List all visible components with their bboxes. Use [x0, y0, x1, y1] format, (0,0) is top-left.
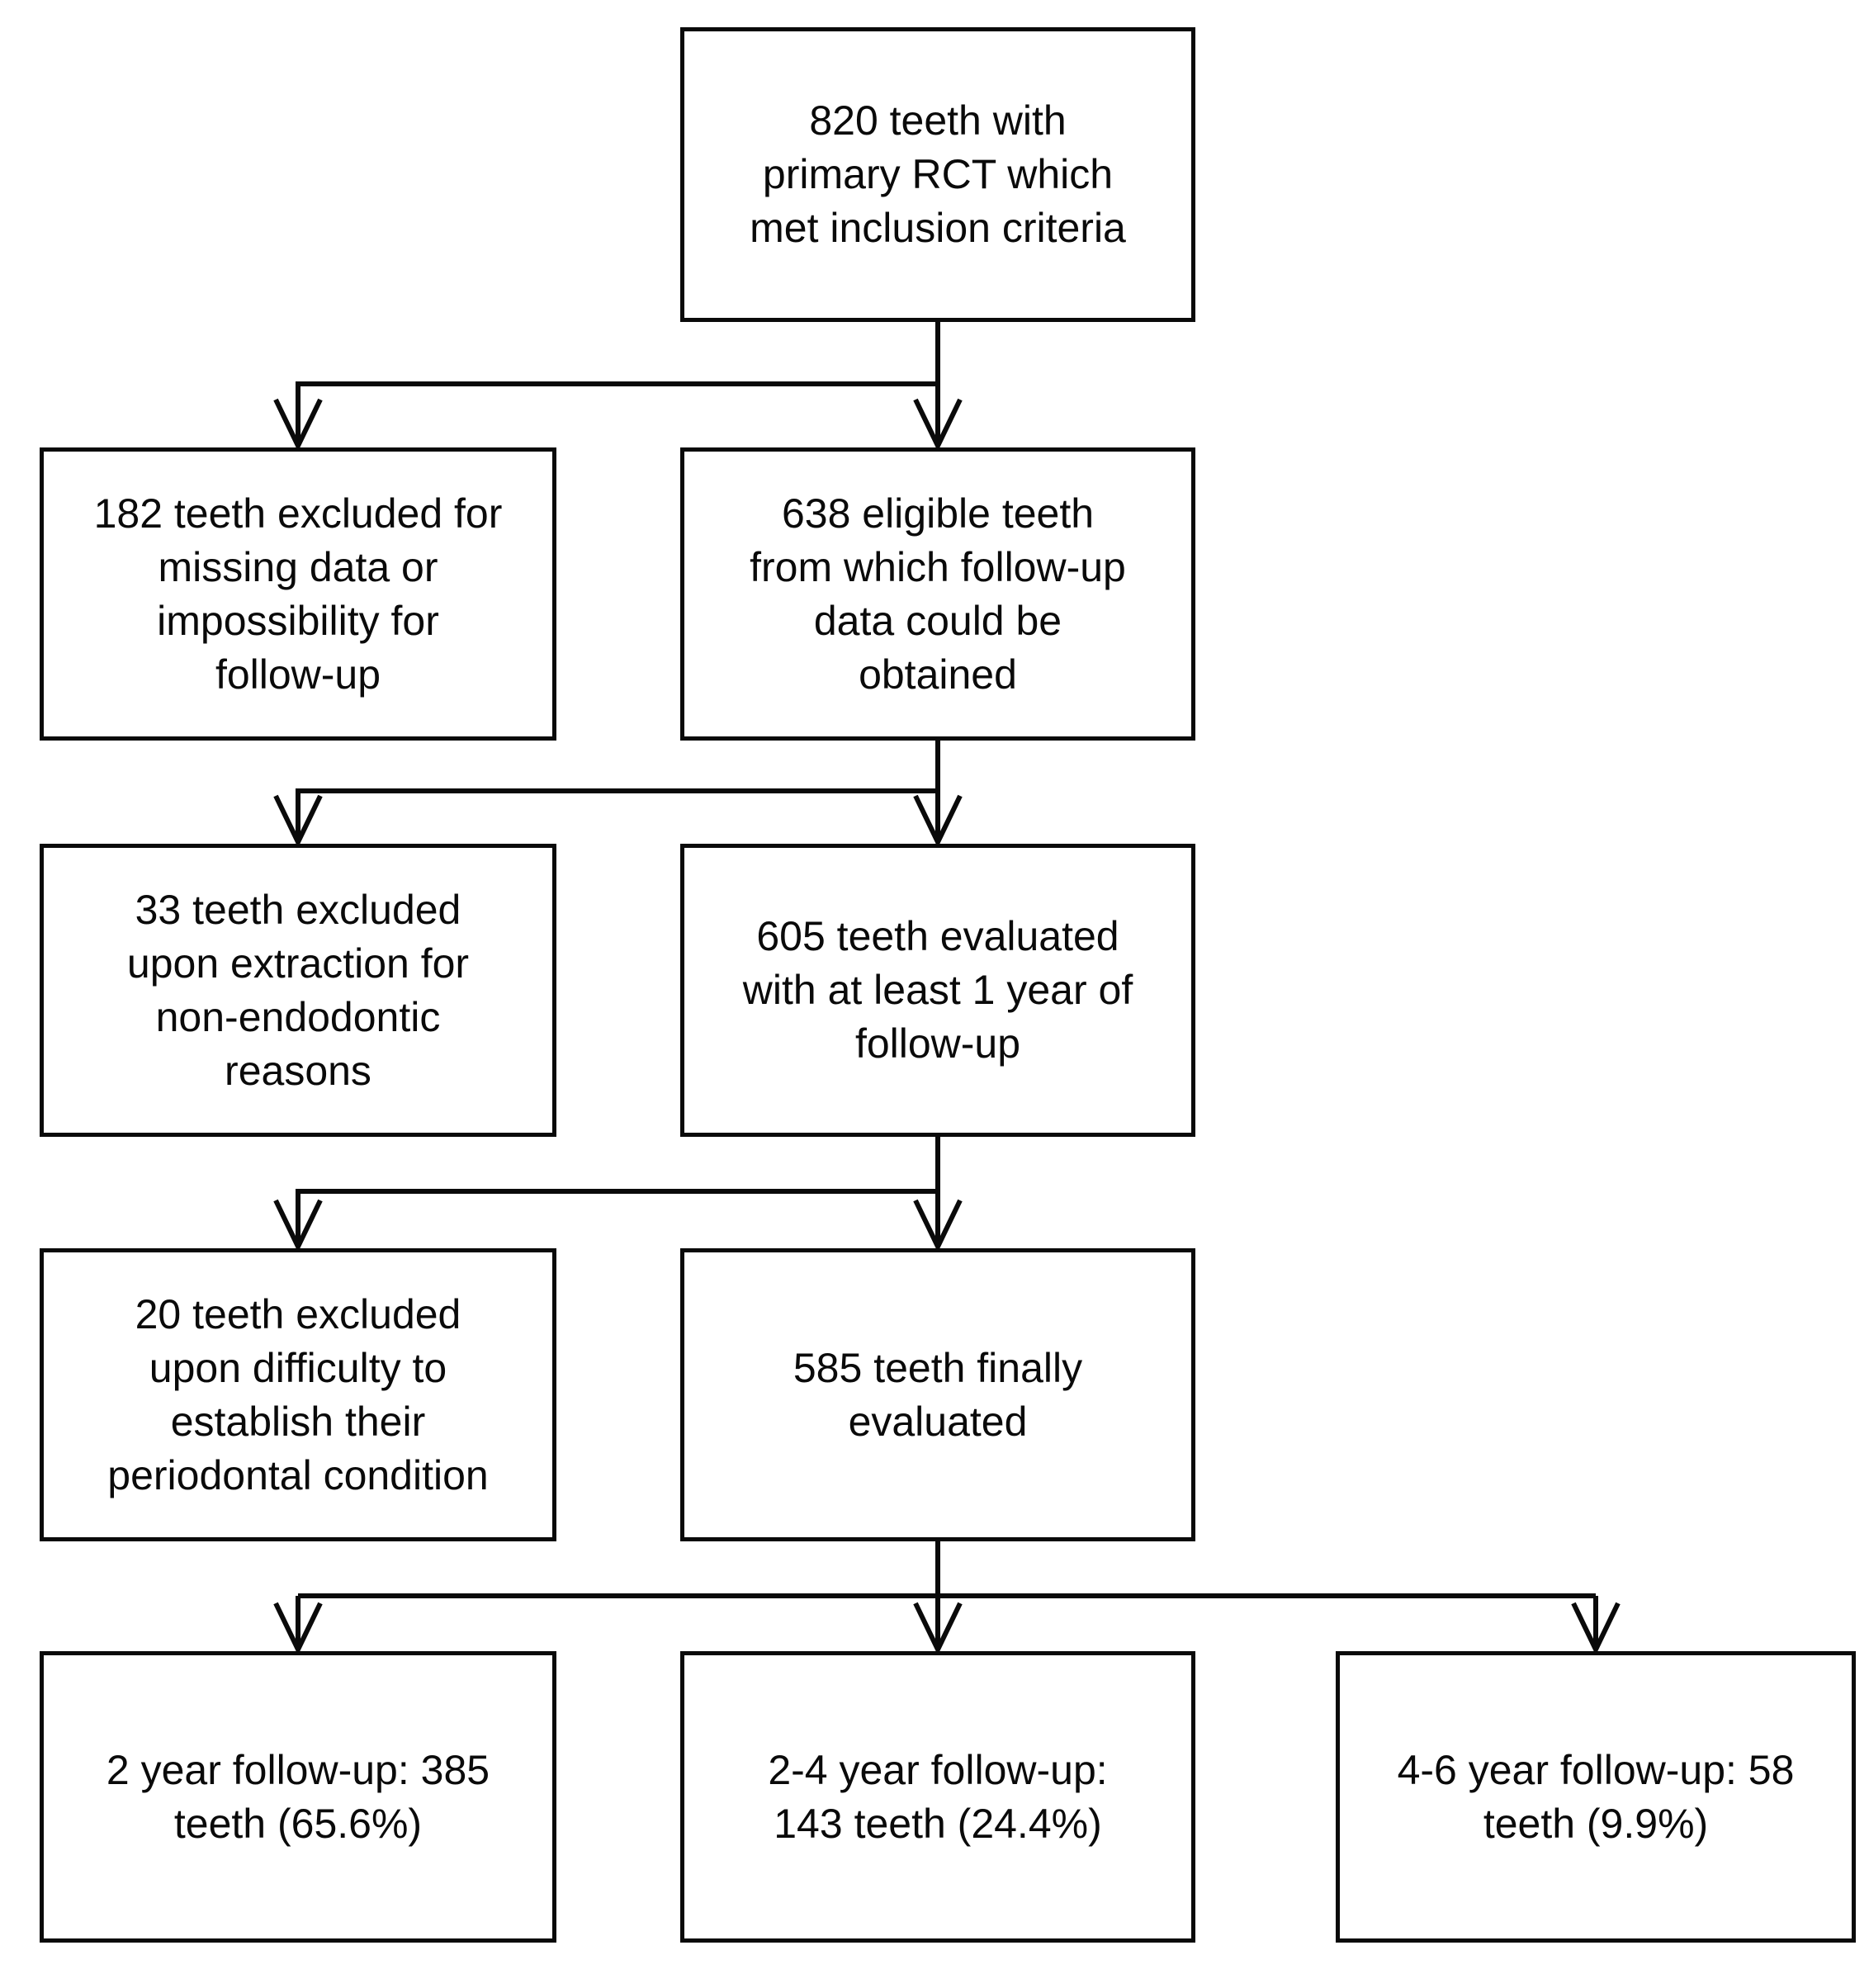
node-followup-4-6yr: 4-6 year follow-up: 58 teeth (9.9%) [1336, 1651, 1856, 1943]
node-start-820-label: 820 teeth with primary RCT which met inc… [750, 97, 1126, 251]
connector-638-to-row3 [296, 741, 940, 842]
node-followup-2-4yr: 2-4 year follow-up: 143 teeth (24.4%) [680, 1651, 1195, 1943]
node-start-820: 820 teeth with primary RCT which met inc… [680, 27, 1195, 322]
arrowhead-eligible-638 [913, 398, 963, 452]
connector-605-to-row4 [296, 1137, 940, 1247]
node-final-585: 585 teeth finally evaluated [680, 1248, 1195, 1541]
node-followup-2yr-label: 2 year follow-up: 385 teeth (65.6%) [106, 1746, 490, 1847]
arrowhead-final-585 [913, 1199, 963, 1252]
node-evaluated-605-label: 605 teeth evaluated with at least 1 year… [742, 913, 1133, 1067]
node-followup-4-6yr-label: 4-6 year follow-up: 58 teeth (9.9%) [1397, 1746, 1795, 1847]
node-evaluated-605: 605 teeth evaluated with at least 1 year… [680, 844, 1195, 1137]
node-eligible-638-label: 638 eligible teeth from which follow-up … [750, 490, 1126, 698]
connector-start-to-row2 [296, 322, 940, 446]
arrowhead-excluded-20 [273, 1199, 323, 1252]
node-excluded-20: 20 teeth excluded upon difficulty to est… [40, 1248, 556, 1541]
connector-585-to-row5 [296, 1541, 1598, 1650]
arrowhead-evaluated-605 [913, 794, 963, 848]
arrowhead-followup-2yr [273, 1602, 323, 1655]
node-eligible-638: 638 eligible teeth from which follow-up … [680, 447, 1195, 741]
node-excluded-182-label: 182 teeth excluded for missing data or i… [93, 490, 503, 698]
node-excluded-20-label: 20 teeth excluded upon difficulty to est… [107, 1290, 489, 1498]
node-excluded-33: 33 teeth excluded upon extraction for no… [40, 844, 556, 1137]
arrowhead-excluded-182 [273, 398, 323, 452]
node-excluded-182: 182 teeth excluded for missing data or i… [40, 447, 556, 741]
arrowhead-excluded-33 [273, 794, 323, 848]
node-followup-2-4yr-label: 2-4 year follow-up: 143 teeth (24.4%) [768, 1746, 1108, 1847]
node-excluded-33-label: 33 teeth excluded upon extraction for no… [126, 886, 470, 1094]
arrowhead-followup-2-4yr [913, 1602, 963, 1655]
node-followup-2yr: 2 year follow-up: 385 teeth (65.6%) [40, 1651, 556, 1943]
arrowhead-followup-4-6yr [1571, 1602, 1621, 1655]
node-final-585-label: 585 teeth finally evaluated [793, 1344, 1083, 1445]
